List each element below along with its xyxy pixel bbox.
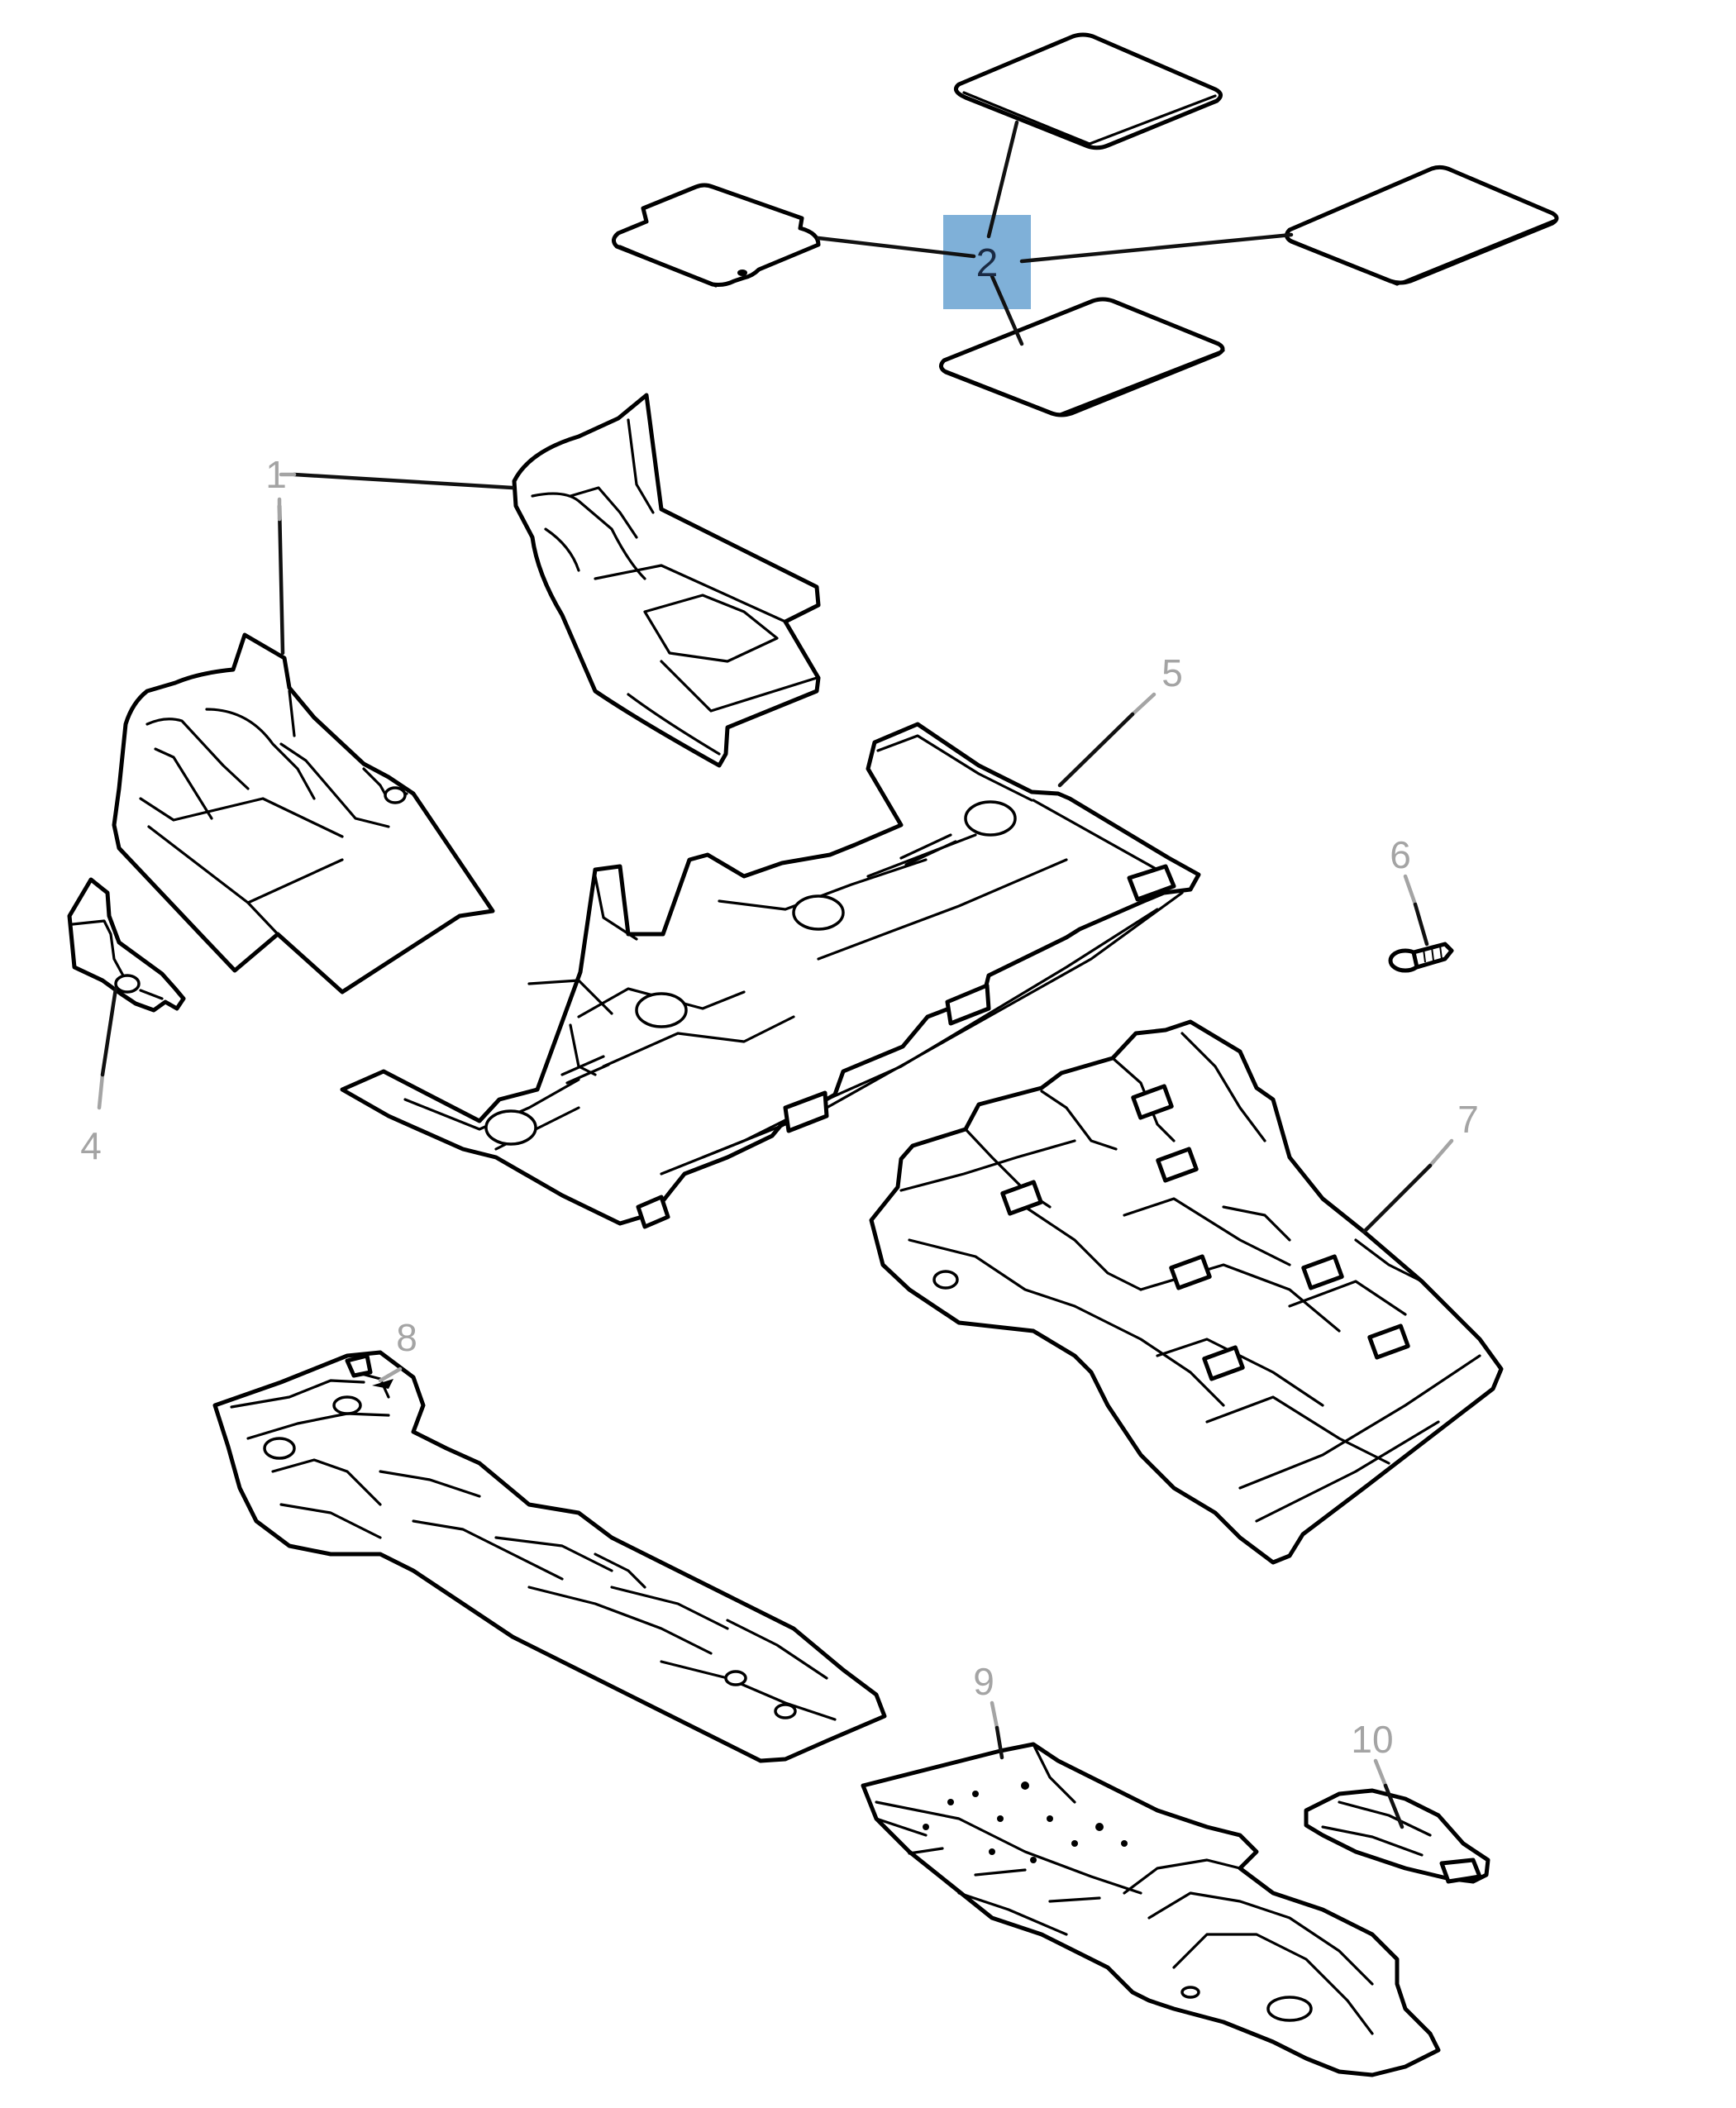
callout-2-highlight[interactable] <box>943 215 1031 309</box>
callout-label-8[interactable]: 8 <box>396 1316 417 1359</box>
push-pin-fastener[interactable] <box>1388 942 1454 973</box>
callout-label-5[interactable]: 5 <box>1161 651 1183 694</box>
callout-label-10[interactable]: 10 <box>1351 1718 1393 1761</box>
floor-mat-top[interactable] <box>953 32 1223 150</box>
rear-silencer-pad[interactable] <box>1304 1788 1490 1884</box>
front-floor-carpet-lower[interactable] <box>112 632 495 994</box>
floor-mats-group[interactable] <box>612 32 1559 417</box>
carpet-side-panel[interactable] <box>67 877 186 1013</box>
floor-mat-left[interactable] <box>612 183 821 287</box>
callout-label-4[interactable]: 4 <box>80 1124 102 1167</box>
floor-mat-right[interactable] <box>1285 165 1559 285</box>
floor-mat-bottom[interactable] <box>939 297 1225 417</box>
callout-label-7[interactable]: 7 <box>1457 1098 1479 1141</box>
front-floor-carpet-upper[interactable] <box>512 393 821 768</box>
floor-insulation-frame[interactable] <box>340 722 1201 1229</box>
callout-label-9[interactable]: 9 <box>973 1660 994 1703</box>
floor-pan-silencer[interactable] <box>861 1742 1441 2077</box>
rear-floor-carpet[interactable] <box>869 1019 1504 1565</box>
callout-label-2[interactable]: 2 <box>976 241 999 285</box>
callout-label-1[interactable]: 1 <box>265 453 287 496</box>
tunnel-insulator[interactable] <box>212 1350 887 1763</box>
callout-label-6[interactable]: 6 <box>1390 833 1411 876</box>
